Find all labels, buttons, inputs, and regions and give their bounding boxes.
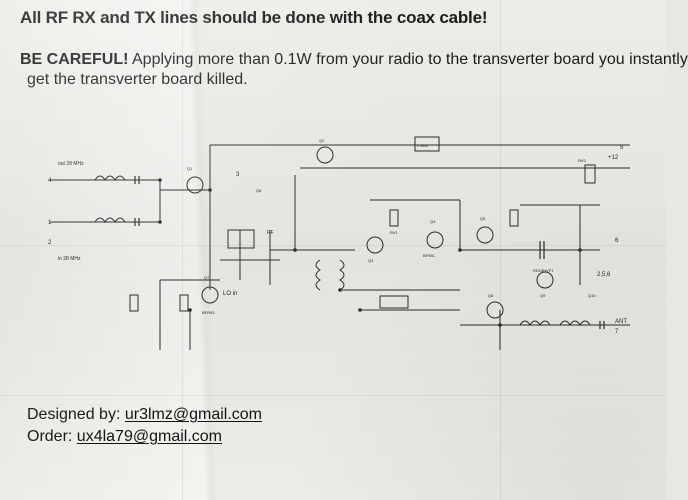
schematic-pin-1: 1 <box>48 220 52 226</box>
schematic-part-label: BF981 <box>423 253 436 258</box>
schematic-pin-6: 6 <box>615 238 619 244</box>
schematic-transistor-label: Q2 <box>319 138 325 143</box>
designed-by-label: Designed by: <box>27 406 121 423</box>
circuit-schematic: out 28 MHz in 28 MHz LO in RF ANT +12 1 … <box>40 110 640 385</box>
schematic-label-rf: RF <box>267 230 274 236</box>
schematic-label-ant: ANT <box>615 319 627 325</box>
schematic-transistor-label: Q9 <box>540 293 546 298</box>
schematic-part-label: RD15HVF1 <box>533 268 554 273</box>
schematic-svg: out 28 MHz in 28 MHz LO in RF ANT +12 1 … <box>48 136 630 350</box>
schematic-pin-5: 5 <box>620 145 624 151</box>
schematic-pin-group: 2,5,6 <box>597 272 611 278</box>
paper-fold <box>0 395 666 396</box>
warning-text: Applying more than 0.1W from your radio … <box>132 51 688 68</box>
schematic-pin-4: 4 <box>48 178 52 184</box>
order-line: Order: ux4la79@gmail.com <box>27 428 222 446</box>
schematic-pin-2: 2 <box>48 240 52 246</box>
schematic-part-label: BFR93 <box>202 310 215 315</box>
warning-line-2: get the transverter board killed. <box>27 71 248 88</box>
schematic-trimmer-label: RV1 <box>390 230 398 235</box>
schematic-transistor-label: Q10 <box>588 293 596 298</box>
schematic-transistor-label: Q6 <box>488 293 494 298</box>
schematic-transistor-label: Q5 <box>480 216 486 221</box>
schematic-regulator-label: L7805 <box>417 143 429 148</box>
paper-fold <box>182 0 183 500</box>
schematic-transistor-label: Q7 <box>204 275 210 280</box>
designed-by-line: Designed by: ur3lmz@gmail.com <box>27 406 262 424</box>
schematic-pin-3: 3 <box>236 172 240 178</box>
notice-title: All RF RX and TX lines should be done wi… <box>20 8 488 27</box>
schematic-transistor-label: Q4 <box>430 219 436 224</box>
schematic-pin-7: 7 <box>615 329 619 335</box>
warning-bold: BE CAREFUL! <box>20 51 129 68</box>
order-label: Order: <box>27 428 73 445</box>
schematic-transistor-label: Q3 <box>368 258 374 263</box>
schematic-transistor-label: Q1 <box>187 166 193 171</box>
designer-email-link[interactable]: ur3lmz@gmail.com <box>124 406 262 423</box>
warning-line: BE CAREFUL! Applying more than 0.1W from… <box>20 50 688 69</box>
schematic-label-in: in 28 MHz <box>58 256 81 262</box>
schematic-label-supply: +12 <box>608 155 619 161</box>
schematic-label-lo: LO in <box>223 291 237 297</box>
switch-block <box>379 295 409 309</box>
order-email-link[interactable]: ux4la79@gmail.com <box>76 428 222 445</box>
paper-fold <box>0 245 666 246</box>
schematic-transistor-label: Q8 <box>256 188 262 193</box>
mixer-block <box>227 229 255 249</box>
regulator-block <box>414 136 440 152</box>
schematic-label-out: out 28 MHz <box>58 161 84 167</box>
schematic-trimmer-label: RV2 <box>578 158 586 163</box>
